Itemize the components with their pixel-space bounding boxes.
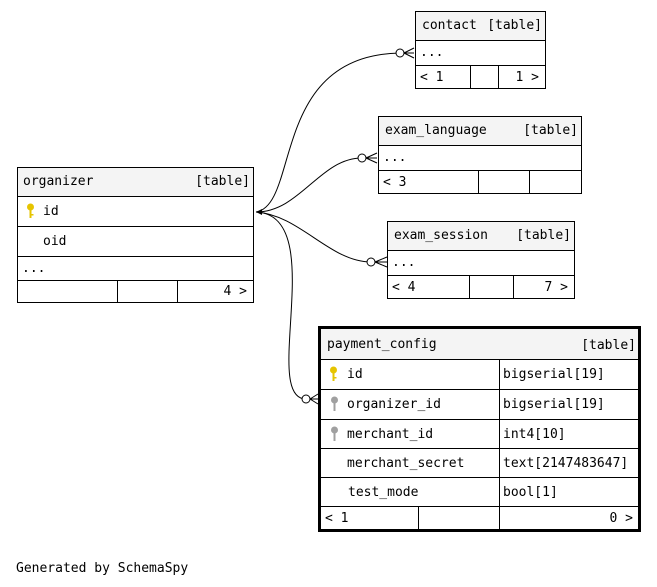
exam-session-optional-marker	[366, 257, 376, 267]
column-name: test_mode	[348, 485, 419, 500]
column-name: id	[43, 204, 59, 219]
table-header: organizer [table]	[18, 168, 253, 197]
column-name: merchant_id	[347, 427, 434, 442]
column-row[interactable]: id	[18, 197, 253, 227]
column-name: oid	[43, 234, 67, 249]
table-footer: 4 >	[18, 281, 253, 302]
parents-count[interactable]: < 1	[325, 511, 349, 526]
ellipsis: ...	[392, 255, 416, 270]
table-footer: < 4 7 >	[388, 276, 574, 298]
ellipsis-row: ...	[416, 41, 545, 66]
column-row[interactable]: id bigserial[19]	[321, 360, 638, 390]
column-row[interactable]: merchant_id int4[10]	[321, 420, 638, 449]
column-type: bool[1]	[503, 485, 558, 500]
table-name: contact	[422, 18, 477, 33]
ellipsis: ...	[22, 261, 46, 276]
exam-language-crowfoot	[365, 152, 378, 164]
primary-key-icon	[330, 366, 337, 381]
table-payment-config[interactable]: payment_config [table] id bigserial[19] …	[318, 326, 641, 532]
contact-optional-marker	[395, 48, 405, 58]
children-count[interactable]: 1 >	[515, 70, 539, 85]
primary-key-icon	[27, 203, 34, 218]
ellipsis-row: ...	[379, 146, 581, 171]
exam-language-optional-marker	[357, 153, 367, 163]
parents-count[interactable]: < 3	[383, 175, 407, 190]
table-kind: [table]	[487, 18, 542, 33]
column-type: bigserial[19]	[503, 397, 605, 412]
column-type: bigserial[19]	[503, 367, 605, 382]
table-name: exam_language	[385, 123, 487, 138]
table-kind: [table]	[581, 338, 636, 353]
payment-config-optional-marker	[301, 394, 311, 404]
table-kind: [table]	[195, 174, 250, 189]
ellipsis-row: ...	[18, 257, 253, 281]
children-count: 0 >	[609, 511, 633, 526]
table-name: payment_config	[327, 337, 437, 352]
ellipsis-row: ...	[388, 251, 574, 276]
generated-by-label: Generated by SchemaSpy	[16, 561, 189, 576]
ellipsis: ...	[420, 45, 444, 60]
table-footer: < 3	[379, 171, 581, 193]
column-name: id	[347, 367, 363, 382]
edge-organizer-contact	[255, 52, 401, 213]
table-kind: [table]	[516, 228, 571, 243]
children-count[interactable]: 7 >	[544, 280, 568, 295]
table-header: exam_session [table]	[388, 222, 574, 251]
table-footer: < 1 0 >	[321, 507, 638, 529]
edge-organizer-exam-language	[255, 157, 363, 213]
column-row[interactable]: organizer_id bigserial[19]	[321, 390, 638, 420]
table-exam-session[interactable]: exam_session [table] ... < 4 7 >	[387, 221, 575, 299]
parents-count[interactable]: < 1	[420, 70, 444, 85]
table-header: contact [table]	[416, 12, 545, 41]
contact-crowfoot	[403, 47, 415, 59]
table-kind: [table]	[523, 123, 578, 138]
children-count[interactable]: 4 >	[223, 284, 247, 299]
column-name: merchant_secret	[347, 456, 465, 471]
table-contact[interactable]: contact [table] ... < 1 1 >	[415, 11, 546, 89]
table-organizer[interactable]: organizer [table] id oid ... 4 >	[17, 167, 254, 303]
table-exam-language[interactable]: exam_language [table] ... < 3	[378, 116, 582, 194]
edge-organizer-payment-config	[255, 211, 307, 400]
column-row[interactable]: oid	[18, 227, 253, 257]
exam-session-crowfoot	[374, 256, 388, 268]
organizer-edge-origin	[256, 209, 262, 215]
table-footer: < 1 1 >	[416, 66, 545, 88]
column-type: int4[10]	[503, 427, 566, 442]
table-name: organizer	[23, 174, 94, 189]
foreign-key-icon	[331, 396, 338, 411]
table-header: exam_language [table]	[379, 117, 581, 146]
table-name: exam_session	[394, 228, 488, 243]
column-name: organizer_id	[347, 397, 441, 412]
column-row[interactable]: test_mode bool[1]	[321, 478, 638, 507]
foreign-key-icon	[331, 426, 338, 441]
ellipsis: ...	[383, 150, 407, 165]
edge-organizer-exam-session	[255, 211, 372, 263]
column-type: text[2147483647]	[503, 456, 629, 471]
table-header: payment_config [table]	[321, 329, 638, 360]
column-row[interactable]: merchant_secret text[2147483647]	[321, 449, 638, 478]
parents-count[interactable]: < 4	[392, 280, 416, 295]
payment-config-crowfoot	[309, 393, 319, 405]
